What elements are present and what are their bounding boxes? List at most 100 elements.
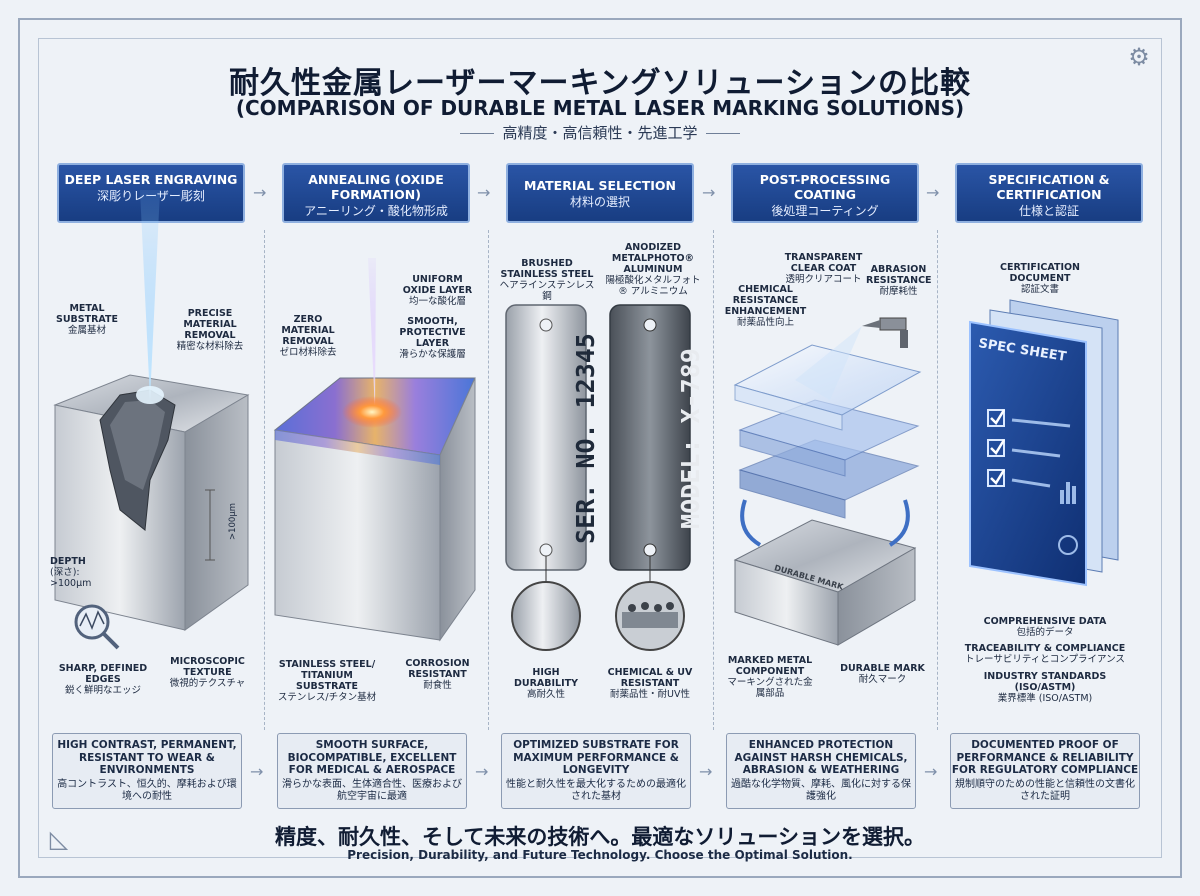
label-industry: INDUSTRY STANDARDS (ISO/ASTM)業界標準 (ISO/A… [960,671,1130,704]
label-en: UNIFORM OXIDE LAYER [402,274,473,296]
header-en: POST-PROCESSING COATING [759,172,891,202]
label-jp: 高耐久性 [526,689,565,700]
column-header-coating: POST-PROCESSING COATING 後処理コーティング [731,163,919,223]
label-en: METAL SUBSTRATE [55,303,119,325]
outer-frame [18,18,1182,878]
label-en: CHEMICAL RESISTANCE ENHANCEMENT [724,284,807,317]
summary-en: ENHANCED PROTECTION AGAINST HARSH CHEMIC… [734,739,908,776]
page-subtitle: 高精度・高信頼性・先進工学 [0,122,1200,143]
label-en: HIGH DURABILITY [514,667,578,689]
column-header-annealing: ANNEALING (OXIDE FORMATION) アニーリング・酸化物形成 [282,163,470,223]
summary-en: HIGH CONTRAST, PERMANENT, RESISTANT TO W… [57,739,237,776]
label-jp: 均一な酸化層 [408,296,466,307]
label-jp: 業界標準 (ISO/ASTM) [997,693,1093,704]
label-jp: 微視的テクスチャ [169,678,246,689]
column-divider [937,230,938,730]
label-en: INDUSTRY STANDARDS (ISO/ASTM) [983,671,1107,693]
label-jp: 耐薬品性向上 [736,317,794,328]
summary-box-material: OPTIMIZED SUBSTRATE FOR MAXIMUM PERFORMA… [501,733,691,809]
label-jp: 透明クリアコート [785,274,862,285]
arrow-right-icon: → [250,762,264,781]
label-en: MICROSCOPIC TEXTURE [170,656,245,678]
label-jp: 滑らかな保護層 [399,349,466,360]
label-jp: 鋭く鮮明なエッジ [64,685,141,696]
label-en: TRACEABILITY & COMPLIANCE [964,643,1126,654]
label-en: DEPTH [50,556,86,567]
header-jp: 材料の選択 [569,195,630,209]
summary-box-certification: DOCUMENTED PROOF OF PERFORMANCE & RELIAB… [950,733,1140,809]
summary-box-coating: ENHANCED PROTECTION AGAINST HARSH CHEMIC… [726,733,916,809]
label-jp: ゼロ材料除去 [279,347,337,358]
label-en: PRECISE MATERIAL REMOVAL [183,308,237,341]
label-depth: DEPTH(深さ): >100µm [50,556,120,589]
label-jp: 耐摩耗性 [879,286,918,297]
arrow-right-icon: → [477,183,491,202]
summary-box-engraving: HIGH CONTRAST, PERMANENT, RESISTANT TO W… [52,733,242,809]
summary-en: OPTIMIZED SUBSTRATE FOR MAXIMUM PERFORMA… [513,739,679,776]
tag-model-number: MODEL: X-789 [675,348,705,529]
label-en: ANODIZED METALPHOTO® ALUMINUM [611,242,695,275]
summary-jp: 高コントラスト、恒久的、摩耗および環境への耐性 [57,778,237,802]
label-en: CHEMICAL & UV RESISTANT [607,667,693,689]
label-jp: 認証文書 [1020,284,1059,295]
arrow-right-icon: → [475,762,489,781]
label-en: TRANSPARENT CLEAR COAT [784,252,863,274]
footer-tagline-jp: 精度、耐久性、そして未来の技術へ。最適なソリューションを選択。 [275,825,925,849]
depth-tick-label: >100µm [228,502,239,541]
label-en: SMOOTH, PROTECTIVE LAYER [399,316,466,349]
protractor-icon: ◺ [49,825,69,853]
summary-en: DOCUMENTED PROOF OF PERFORMANCE & RELIAB… [951,739,1139,776]
label-en: COMPREHENSIVE DATA [983,616,1107,627]
label-jp: 耐久マーク [858,674,907,685]
column-header-material: MATERIAL SELECTION 材料の選択 [506,163,694,223]
header-jp: アニーリング・酸化物形成 [304,204,448,218]
label-jp: トレーサビリティとコンプライアンス [965,654,1125,665]
header-en: SPECIFICATION & CERTIFICATION [988,172,1110,202]
label-en: DURABLE MARK [840,663,925,674]
label-en: SHARP, DEFINED EDGES [58,663,148,685]
inner-frame [38,38,1162,858]
subtitle-text: 高精度・高信頼性・先進工学 [502,124,698,142]
label-jp: ステンレス/チタン基材 [277,692,377,703]
column-divider [713,230,714,730]
label-en: ZERO MATERIAL REMOVAL [281,314,335,347]
label-jp: 包括的データ [1016,627,1074,638]
gear-icon: ⚙ [1128,43,1150,71]
summary-jp: 過酷な化学物質、摩耗、風化に対する保護強化 [731,778,911,802]
label-jp: マーキングされた金属部品 [727,677,813,699]
label-en: CERTIFICATION DOCUMENT [999,262,1081,284]
arrow-right-icon: → [702,183,716,202]
label-jp: 精密な材料除去 [176,341,244,352]
header-en: ANNEALING (OXIDE FORMATION) [308,172,444,202]
arrow-right-icon: → [926,183,940,202]
label-en: MARKED METAL COMPONENT [727,655,813,677]
column-divider [488,230,489,730]
header-en: DEEP LASER ENGRAVING [64,172,238,187]
label-jp: 耐食性 [423,680,452,691]
header-jp: 仕様と認証 [1018,204,1079,218]
page-title-english: (COMPARISON OF DURABLE METAL LASER MARKI… [235,96,965,120]
label-en: STAINLESS STEEL/ TITANIUM SUBSTRATE [278,659,376,692]
header-jp: 後処理コーティング [771,204,879,218]
tag-serial-number: SER. NO. 12345 [570,333,600,544]
arrow-right-icon: → [699,762,713,781]
label-jp: 陽極酸化メタルフォト® アルミニウム [605,275,701,297]
label-en: CORROSION RESISTANT [405,658,470,680]
label-jp: 金属基材 [67,325,106,336]
label-jp: (深さ): >100µm [50,567,92,589]
